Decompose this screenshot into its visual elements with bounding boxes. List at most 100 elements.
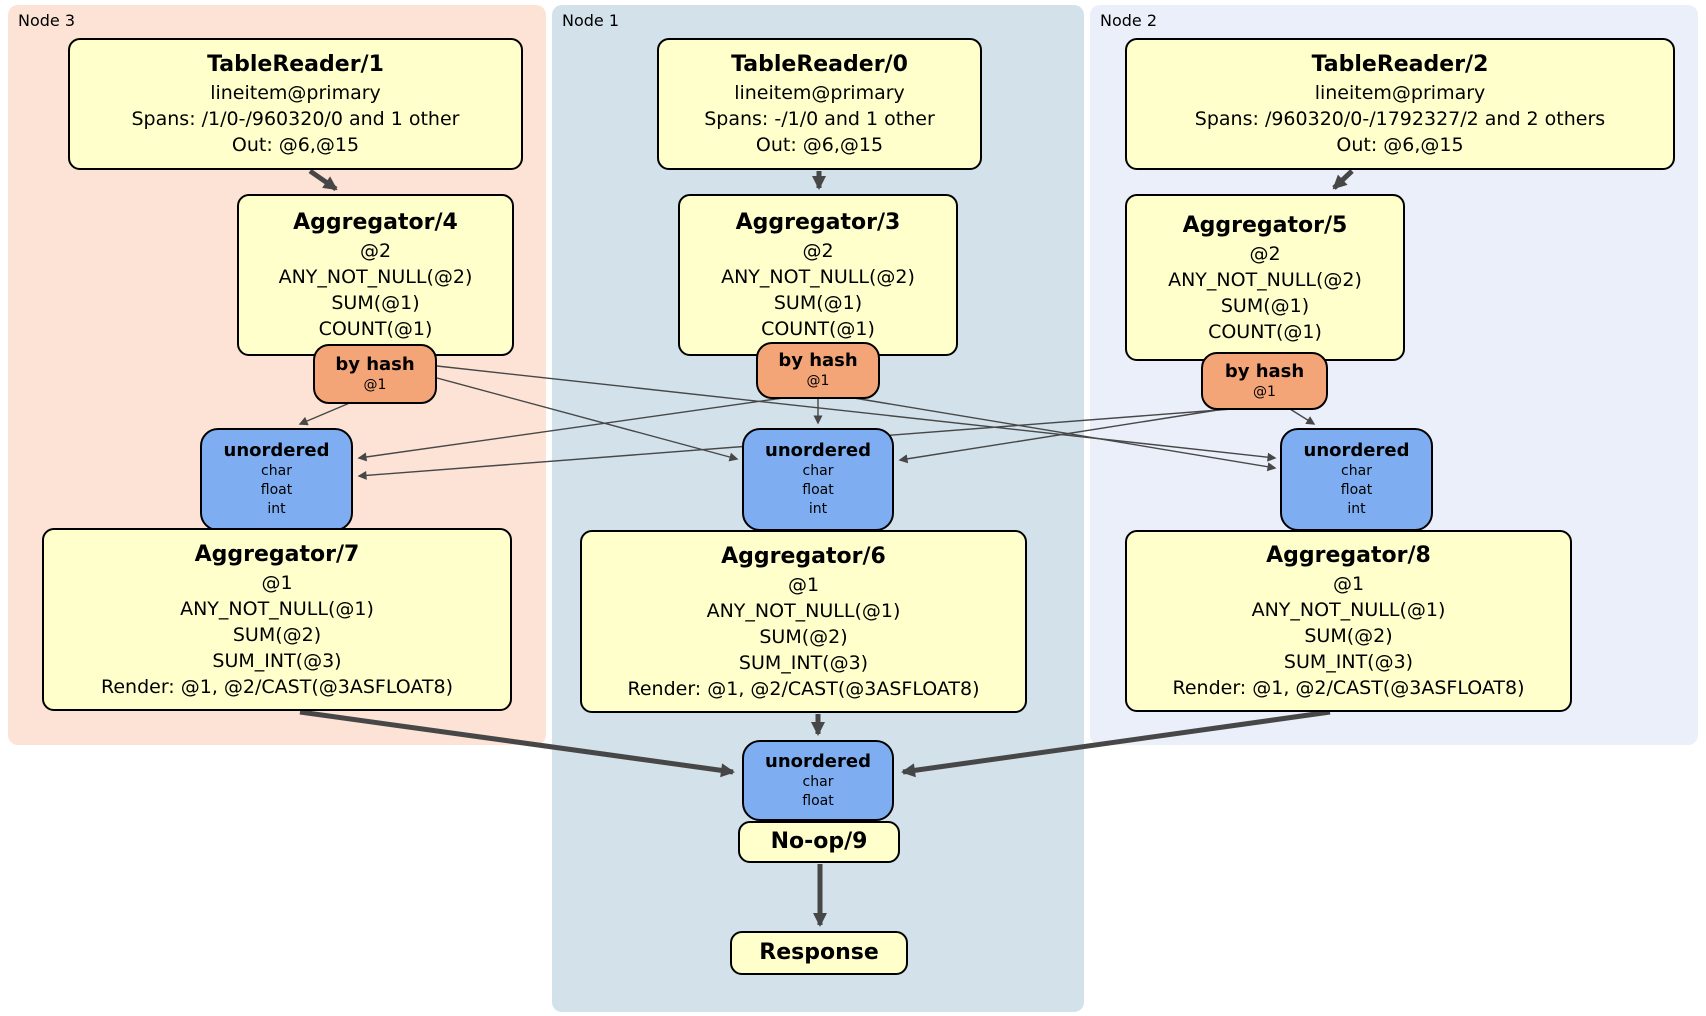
sync-unordered-final: unordered char float bbox=[742, 740, 894, 821]
router-by-hash-node1: by hash @1 bbox=[756, 342, 880, 399]
router-detail: @1 bbox=[806, 373, 830, 389]
sync-item: float bbox=[1340, 482, 1373, 498]
router-detail: @1 bbox=[363, 376, 387, 393]
processor-row: lineitem@primary bbox=[210, 82, 381, 104]
processor-row: COUNT(@1) bbox=[318, 318, 433, 340]
processor-row: @2 bbox=[802, 240, 834, 262]
processor-aggregator-6: Aggregator/6 @1 ANY_NOT_NULL(@1) SUM(@2)… bbox=[580, 530, 1027, 713]
edge-agg8-syncfinal bbox=[901, 709, 1331, 778]
processor-title: TableReader/0 bbox=[731, 52, 908, 77]
processor-tablereader-1: TableReader/1 lineitem@primary Spans: /1… bbox=[68, 38, 523, 170]
response-node: Response bbox=[730, 931, 908, 975]
processor-row: SUM_INT(@3) bbox=[212, 649, 342, 672]
processor-row: lineitem@primary bbox=[734, 82, 905, 104]
processor-tablereader-0: TableReader/0 lineitem@primary Spans: -/… bbox=[657, 38, 982, 170]
sync-item: char bbox=[802, 773, 834, 790]
router-by-hash-node2: by hash @1 bbox=[1201, 352, 1328, 410]
processor-title: Aggregator/8 bbox=[1266, 543, 1431, 568]
processor-row: SUM(@1) bbox=[331, 292, 420, 314]
processor-row: ANY_NOT_NULL(@2) bbox=[721, 266, 915, 288]
processor-row: @1 bbox=[1332, 573, 1365, 595]
processor-row: @2 bbox=[359, 240, 392, 262]
sync-item: int bbox=[808, 501, 828, 517]
processor-title: Aggregator/7 bbox=[194, 541, 360, 567]
router-title: by hash bbox=[778, 350, 858, 371]
processor-noop-9: No-op/9 bbox=[738, 821, 900, 863]
processor-row: SUM(@1) bbox=[773, 292, 863, 314]
edge-tr1-agg4 bbox=[308, 168, 338, 192]
edge-r1-s2 bbox=[853, 397, 1277, 472]
sync-item: char bbox=[802, 463, 834, 479]
node1-label: Node 1 bbox=[562, 11, 620, 30]
processor-row: Out: @6,@15 bbox=[1336, 134, 1464, 156]
processor-aggregator-4: Aggregator/4 @2 ANY_NOT_NULL(@2) SUM(@1)… bbox=[237, 194, 514, 356]
processor-aggregator-8: Aggregator/8 @1 ANY_NOT_NULL(@1) SUM(@2)… bbox=[1125, 530, 1572, 712]
sync-item: float bbox=[260, 482, 293, 498]
sync-title: unordered bbox=[223, 440, 330, 461]
processor-row: @2 bbox=[1249, 242, 1281, 265]
processor-title: TableReader/1 bbox=[207, 52, 384, 77]
processor-row: ANY_NOT_NULL(@1) bbox=[1251, 599, 1446, 621]
sync-unordered-node2: unordered char float int bbox=[1280, 428, 1433, 531]
node2-label: Node 2 bbox=[1100, 11, 1158, 30]
sync-unordered-node3: unordered char float int bbox=[200, 428, 353, 531]
processor-aggregator-5: Aggregator/5 @2 ANY_NOT_NULL(@2) SUM(@1)… bbox=[1125, 194, 1405, 361]
processor-row: ANY_NOT_NULL(@1) bbox=[180, 597, 374, 620]
sync-title: unordered bbox=[765, 440, 871, 461]
processor-title: No-op/9 bbox=[770, 829, 868, 854]
edge-r3-s3 bbox=[298, 401, 353, 426]
processor-title: Aggregator/3 bbox=[735, 210, 901, 235]
processor-row: ANY_NOT_NULL(@2) bbox=[278, 266, 473, 288]
processor-row: SUM(@2) bbox=[759, 625, 848, 648]
sync-item: float bbox=[802, 792, 834, 809]
processor-row: @1 bbox=[787, 573, 820, 596]
processor-row: Out: @6,@15 bbox=[231, 134, 360, 156]
edge-tr2-agg5 bbox=[1332, 169, 1354, 190]
processor-row: Render: @1, @2/CAST(@3ASFLOAT8) bbox=[101, 675, 453, 698]
router-detail: @1 bbox=[1253, 383, 1276, 400]
edge-r3-s1 bbox=[436, 377, 739, 462]
sync-item: int bbox=[1347, 501, 1366, 517]
processor-title: Aggregator/4 bbox=[293, 210, 458, 235]
sync-title: unordered bbox=[1303, 440, 1410, 461]
processor-row: Spans: /960320/0-/1792327/2 and 2 others bbox=[1194, 108, 1606, 130]
processor-row: ANY_NOT_NULL(@1) bbox=[706, 599, 901, 622]
processor-row: SUM(@2) bbox=[232, 623, 322, 646]
processor-row: SUM(@2) bbox=[1304, 625, 1393, 647]
processor-row: SUM_INT(@3) bbox=[1283, 651, 1414, 673]
node3-label: Node 3 bbox=[18, 11, 76, 30]
edge-agg7-syncfinal bbox=[299, 709, 735, 778]
processor-aggregator-7: Aggregator/7 @1 ANY_NOT_NULL(@1) SUM(@2)… bbox=[42, 528, 512, 711]
processor-row: Render: @1, @2/CAST(@3ASFLOAT8) bbox=[627, 677, 980, 700]
processor-row: @1 bbox=[261, 571, 293, 594]
processor-aggregator-3: Aggregator/3 @2 ANY_NOT_NULL(@2) SUM(@1)… bbox=[678, 194, 958, 356]
processor-row: lineitem@primary bbox=[1314, 82, 1486, 104]
sync-unordered-node1: unordered char float int bbox=[742, 428, 894, 531]
edge-r1-s3 bbox=[357, 397, 784, 462]
processor-title: Aggregator/5 bbox=[1182, 212, 1348, 238]
processor-tablereader-2: TableReader/2 lineitem@primary Spans: /9… bbox=[1125, 38, 1675, 170]
processor-row: ANY_NOT_NULL(@2) bbox=[1168, 268, 1362, 291]
processor-title: Response bbox=[759, 940, 879, 965]
processor-row: SUM(@1) bbox=[1220, 294, 1310, 317]
sync-item: int bbox=[267, 501, 286, 517]
edge-r3-s2 bbox=[436, 365, 1277, 462]
edge-r2-s1 bbox=[898, 408, 1225, 464]
router-title: by hash bbox=[1224, 360, 1305, 382]
sync-item: char bbox=[261, 463, 292, 479]
router-by-hash-node3: by hash @1 bbox=[313, 344, 437, 404]
sync-title: unordered bbox=[765, 750, 871, 772]
processor-row: SUM_INT(@3) bbox=[738, 651, 869, 674]
sync-item: float bbox=[802, 482, 834, 498]
processor-row: Out: @6,@15 bbox=[755, 134, 884, 156]
processor-title: TableReader/2 bbox=[1311, 52, 1489, 77]
processor-row: Spans: /1/0-/960320/0 and 1 other bbox=[131, 108, 460, 130]
sync-item: char bbox=[1341, 463, 1372, 479]
processor-row: COUNT(@1) bbox=[761, 318, 875, 340]
edge-r2-s2 bbox=[1289, 408, 1316, 425]
processor-row: Render: @1, @2/CAST(@3ASFLOAT8) bbox=[1172, 677, 1525, 699]
processor-row: COUNT(@1) bbox=[1208, 320, 1322, 343]
router-title: by hash bbox=[335, 353, 415, 375]
